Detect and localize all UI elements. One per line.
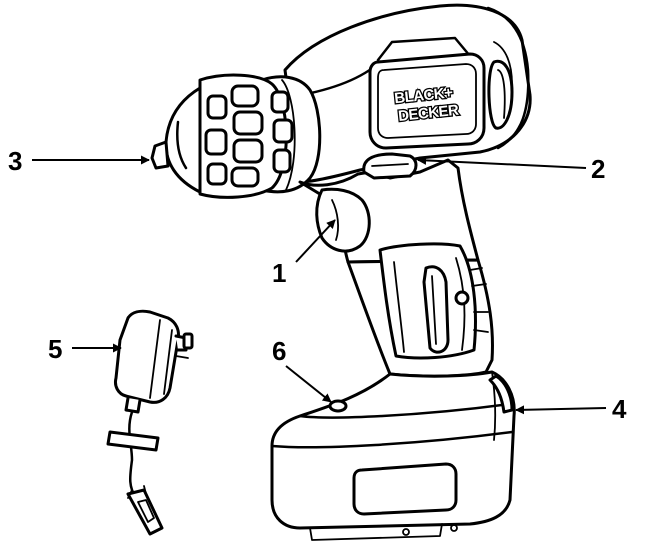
callout-6-label: 6: [272, 336, 286, 366]
callout-2-label: 2: [591, 154, 605, 184]
battery-release: [488, 374, 514, 414]
callout-6-leader: [285, 365, 332, 403]
charger-cord: [128, 410, 138, 500]
callout-4-label: 4: [612, 394, 627, 424]
vent-slot: [487, 59, 514, 130]
charge-indicator: [328, 399, 348, 413]
drill-illustration: BLACK+ DECKER: [150, 3, 532, 541]
callout-3-label: 3: [8, 146, 22, 176]
trigger: [315, 187, 371, 253]
chuck-tip: [150, 140, 170, 170]
callout-4-leader: [515, 405, 607, 415]
callout-1-leader: [295, 219, 336, 263]
chuck-nose: [164, 86, 202, 194]
callout-5-label: 5: [48, 334, 62, 364]
callout-2-leader: [417, 155, 587, 169]
callout-1-label: 1: [272, 258, 286, 288]
charger-plug: [114, 309, 180, 404]
rear-cap: [486, 6, 530, 150]
charger-connector: [126, 488, 164, 536]
callouts: 3 2 1 5 6 4: [8, 146, 627, 424]
direction-switch: [362, 152, 418, 180]
charger-illustration: [106, 309, 194, 536]
battery-label-recess: [352, 462, 458, 516]
logo-plate: [368, 52, 486, 150]
grip-pad: [230, 84, 260, 108]
